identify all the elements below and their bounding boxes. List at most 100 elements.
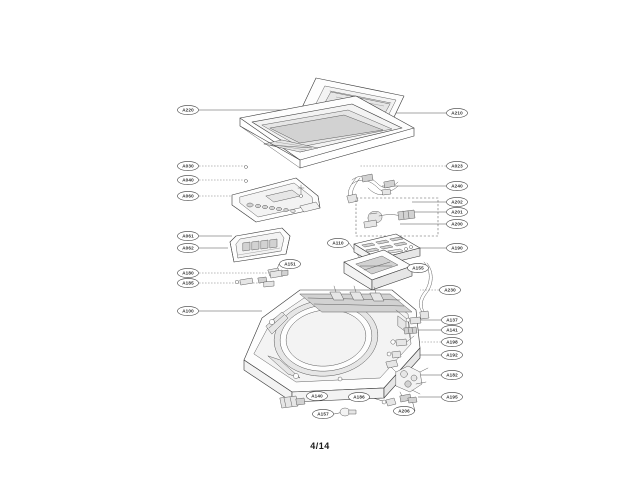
callout-label: A060 xyxy=(182,194,194,199)
callout-label: A198 xyxy=(446,340,458,345)
callout-a137[interactable]: A137 xyxy=(441,315,463,325)
callout-bubble-shape xyxy=(446,243,468,253)
part-wire-harness-a240 xyxy=(346,173,399,204)
part-lid-frame-a220 xyxy=(239,95,415,169)
callout-bubble-shape xyxy=(312,409,334,419)
callout-label: A061 xyxy=(182,234,194,239)
callout-bubble-shape xyxy=(441,315,463,325)
callout-label: A201 xyxy=(451,210,463,215)
callout-bubble-shape xyxy=(441,370,463,380)
hinge-blocks xyxy=(329,285,385,302)
callout-bubble-shape xyxy=(446,108,468,118)
callout-a198[interactable]: A198 xyxy=(441,337,463,347)
callout-label: A220 xyxy=(182,108,194,113)
callout-label: A210 xyxy=(451,111,463,116)
part-hinge-pins xyxy=(263,269,289,288)
callout-a141[interactable]: A141 xyxy=(441,325,463,335)
callout-bubble-shape xyxy=(446,207,468,217)
callout-a060[interactable]: A060 xyxy=(177,191,199,201)
callout-a110[interactable]: A110 xyxy=(327,238,349,248)
callout-a185[interactable]: A185 xyxy=(177,278,199,288)
callout-bubble-shape xyxy=(441,392,463,402)
callout-bubble-shape xyxy=(177,191,199,201)
callout-bubble-shape xyxy=(306,391,328,401)
callout-bubble-shape xyxy=(177,175,199,185)
callout-label: A023 xyxy=(451,164,463,169)
callout-label: A186 xyxy=(353,395,365,400)
callout-a201[interactable]: A201 xyxy=(446,207,468,217)
callout-bubble-shape xyxy=(407,263,429,273)
callout-a151[interactable]: A151 xyxy=(279,259,301,269)
callout-label: A185 xyxy=(182,281,194,286)
callout-label: A157 xyxy=(317,412,329,417)
callout-a100[interactable]: A100 xyxy=(177,306,199,316)
callout-bubble-shape xyxy=(177,243,199,253)
callout-label: A195 xyxy=(446,395,458,400)
callout-a182[interactable]: A182 xyxy=(441,370,463,380)
callout-bubble-shape xyxy=(177,306,199,316)
callout-bubble-shape xyxy=(177,231,199,241)
callout-label: A192 xyxy=(446,353,458,358)
callout-a192[interactable]: A192 xyxy=(441,350,463,360)
callout-label: A240 xyxy=(451,184,463,189)
callout-bubble-shape xyxy=(177,105,199,115)
callout-a202[interactable]: A202 xyxy=(446,197,468,207)
page-number: 4/14 xyxy=(310,441,330,451)
callout-a240[interactable]: A240 xyxy=(446,181,468,191)
callout-bubble-shape xyxy=(279,259,301,269)
callout-a062[interactable]: A062 xyxy=(177,243,199,253)
callout-a040[interactable]: A040 xyxy=(177,175,199,185)
callout-label: A200 xyxy=(451,222,463,227)
callout-label: A151 xyxy=(284,262,296,267)
callout-a140[interactable]: A140 xyxy=(306,391,328,401)
callout-a155[interactable]: A155 xyxy=(407,263,429,273)
callout-bubble-shape xyxy=(177,278,199,288)
callout-label: A040 xyxy=(182,178,194,183)
callout-a200[interactable]: A200 xyxy=(446,219,468,229)
callout-label: A182 xyxy=(446,373,458,378)
callout-bubble-shape xyxy=(177,268,199,278)
callout-bubble-shape xyxy=(327,238,349,248)
part-control-panel-a060 xyxy=(231,177,321,223)
callout-a061[interactable]: A061 xyxy=(177,231,199,241)
callout-label: A180 xyxy=(182,271,194,276)
callout-bubble-shape xyxy=(446,181,468,191)
detail-callout-box xyxy=(355,197,439,237)
callout-label: A202 xyxy=(451,200,463,205)
callout-a195[interactable]: A195 xyxy=(441,392,463,402)
part-bottom-hardware xyxy=(279,395,418,417)
callout-bubble-shape xyxy=(446,161,468,171)
callout-label: A230 xyxy=(444,288,456,293)
callout-label: A190 xyxy=(451,246,463,251)
callout-a157[interactable]: A157 xyxy=(312,409,334,419)
pcb-housing-slots xyxy=(242,238,278,252)
callout-label: A141 xyxy=(446,328,458,333)
callout-label: A100 xyxy=(182,309,194,314)
callout-a030[interactable]: A030 xyxy=(177,161,199,171)
callout-a190[interactable]: A190 xyxy=(446,243,468,253)
callout-bubble-shape xyxy=(393,406,415,416)
callout-bubble-shape xyxy=(441,337,463,347)
callout-bubble-shape xyxy=(446,219,468,229)
callout-label: A062 xyxy=(182,246,194,251)
callout-a023[interactable]: A023 xyxy=(446,161,468,171)
callout-a186[interactable]: A186 xyxy=(348,392,370,402)
callout-a180[interactable]: A180 xyxy=(177,268,199,278)
callout-label: A206 xyxy=(398,409,410,414)
callout-a230[interactable]: A230 xyxy=(439,285,461,295)
callout-a210[interactable]: A210 xyxy=(446,108,468,118)
callout-bubble-shape xyxy=(446,197,468,207)
panel-fasteners xyxy=(244,165,305,198)
callout-bubble-shape xyxy=(439,285,461,295)
callout-label: A155 xyxy=(412,266,424,271)
part-right-hardware xyxy=(386,316,422,359)
callout-label: A030 xyxy=(182,164,194,169)
callout-label: A137 xyxy=(446,318,458,323)
callout-a220[interactable]: A220 xyxy=(177,105,199,115)
callout-bubble-shape xyxy=(177,161,199,171)
callout-a206[interactable]: A206 xyxy=(393,406,415,416)
callout-label: A110 xyxy=(332,241,344,246)
